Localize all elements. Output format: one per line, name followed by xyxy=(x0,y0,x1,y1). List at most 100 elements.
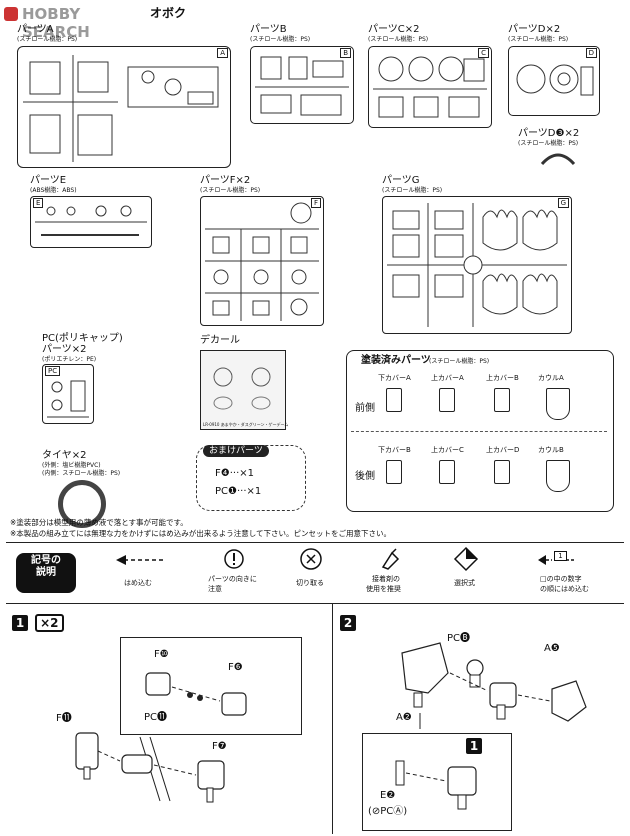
step1-label-f7: F❼ xyxy=(212,741,227,752)
decal-sheet: LR-0910 あまやか・ダスグリーン・ゲーデーム xyxy=(200,350,288,430)
runner-tag-e: E xyxy=(33,198,44,208)
painted-front-part-icon xyxy=(494,388,510,412)
step-divider xyxy=(332,604,333,834)
painted-material: (スチロール樹脂：PS) xyxy=(429,358,490,365)
parts-f-title: パーツF×2 xyxy=(200,175,251,186)
legend-glue-label1: 接着剤の xyxy=(372,575,400,583)
legend-title-line2: 説明 xyxy=(36,567,56,578)
runner-tag-pc: PC xyxy=(45,366,61,376)
tire-title: タイヤ×2 xyxy=(42,450,87,461)
decal-title: デカール xyxy=(200,335,240,346)
watermark-text: HOBBY SEARCH xyxy=(22,5,90,41)
step1-label-pc: PC⓫ xyxy=(144,712,168,723)
painted-front-label: 上カバーA xyxy=(431,374,464,382)
step1-multiplier: ×2 xyxy=(35,614,64,632)
step1-drawing xyxy=(75,672,247,803)
part-d3-arc xyxy=(540,153,576,166)
parts-e-material: (ABS樹脂：ABS) xyxy=(30,187,77,194)
step2-label-a5: A❺ xyxy=(544,643,560,654)
runner-g-drawing xyxy=(387,203,567,327)
parts-d-runner: D xyxy=(508,46,600,116)
step1-number: 1 xyxy=(12,615,28,631)
painted-back-label: 上カバーD xyxy=(486,446,520,454)
painted-back-label: 下カバーB xyxy=(378,446,411,454)
parts-a-runner: A xyxy=(17,46,231,168)
runner-tag-c: C xyxy=(478,48,489,58)
parts-f-runner: F xyxy=(200,196,324,326)
legend-orientation-label1: パーツの向きに xyxy=(208,575,257,583)
tire-material-outer: (外側：塩ビ樹脂PVC) xyxy=(42,462,101,469)
painted-divider xyxy=(351,431,607,432)
painted-back-label: 上カバーC xyxy=(431,446,464,454)
step2-drawing xyxy=(395,642,587,810)
numbered-arrow-icon xyxy=(538,555,576,565)
parts-a-title: パーツA xyxy=(17,24,54,35)
step1-inset xyxy=(120,637,302,735)
parts-g-title: パーツG xyxy=(382,175,420,186)
glue-icon xyxy=(381,548,400,570)
note-assembly: ※本製品の組み立てには無理な力をかけずにはめ込みが出来るよう注意して下さい。ピン… xyxy=(10,529,392,538)
choice-icon xyxy=(453,546,479,572)
painted-front-label: 下カバーA xyxy=(378,374,411,382)
runner-f-drawing xyxy=(205,202,319,321)
caution-icon xyxy=(224,549,244,569)
runner-pc-drawing xyxy=(47,380,89,418)
parts-pc-runner: PC xyxy=(42,364,94,424)
parts-c-material: (スチロール樹脂：PS) xyxy=(368,36,429,43)
parts-a-material: (スチロール樹脂：PS) xyxy=(17,36,78,43)
step1-header: 1 ×2 xyxy=(12,612,64,632)
tire-material-inner: (内側：スチロール樹脂：PS) xyxy=(42,470,121,477)
step2-number: 2 xyxy=(340,615,356,631)
top-left-fragment: オボク xyxy=(150,6,187,20)
painted-title: 塗装済みパーツ xyxy=(361,355,431,366)
painted-back-part-icon xyxy=(546,460,570,492)
step1-label-f11: F⓫ xyxy=(56,713,72,724)
decal-drawing xyxy=(213,367,271,410)
runner-tag-g: G xyxy=(557,198,569,208)
painted-back-part-icon xyxy=(439,460,455,484)
parts-g-runner: G xyxy=(382,196,572,334)
extra-parts-box: おまけパーツ F❹···×1 PC❶···×1 xyxy=(196,445,306,511)
step2-header: 2 xyxy=(340,612,356,631)
parts-c-title: パーツC×2 xyxy=(368,24,420,35)
legend-cut-label: 切り取る xyxy=(296,579,324,587)
parts-b-runner: B xyxy=(250,46,354,124)
legend-title: 記号の 説明 xyxy=(16,553,76,593)
parts-pc-count: パーツ×2 xyxy=(42,344,87,355)
painted-front-label: 前側 xyxy=(355,403,375,414)
legend-box-number: 1 xyxy=(554,551,567,561)
step2-label-e2: E❷ xyxy=(380,790,396,801)
painted-front-part-icon xyxy=(546,388,570,420)
parts-e-title: パーツE xyxy=(30,175,67,186)
step2-inset-number: 1 xyxy=(466,738,482,754)
legend-bar: 記号の 説明 はめ込む パーツの向きに 注意 切り取る 接着剤の 使用を推奨 選… xyxy=(6,542,624,604)
parts-pc-material: (ポリエチレン：PE) xyxy=(42,356,97,363)
hobby-logo-icon xyxy=(4,7,18,21)
parts-d-title: パーツD×2 xyxy=(508,24,561,35)
parts-e-runner: E xyxy=(30,196,152,248)
step2-label-pca: (⊘PCⒶ) xyxy=(368,806,408,817)
parts-d3-material: (スチロール樹脂：PS) xyxy=(518,140,579,147)
extra-parts-title: おまけパーツ xyxy=(203,445,269,457)
legend-glue-label2: 使用を推奨 xyxy=(366,585,401,593)
runner-c-drawing xyxy=(373,56,487,118)
parts-c-runner: C xyxy=(368,46,492,128)
runner-tag-b: B xyxy=(340,48,351,58)
step2-label-a2: A❷ xyxy=(396,712,412,723)
painted-front-label: カウルA xyxy=(538,374,564,382)
runner-e-drawing xyxy=(35,205,147,236)
runner-tag-a: A xyxy=(217,48,228,58)
legend-choice-label: 選択式 xyxy=(454,579,475,587)
parts-f-material: (スチロール樹脂：PS) xyxy=(200,187,261,194)
parts-b-material: (スチロール樹脂：PS) xyxy=(250,36,311,43)
painted-front-part-icon xyxy=(386,388,402,412)
tire-ring xyxy=(58,480,106,528)
legend-insert-label: はめ込む xyxy=(124,579,152,587)
painted-back-label: 後側 xyxy=(355,471,375,482)
painted-back-label: カウルB xyxy=(538,446,564,454)
step2-label-pcb: PC🅑 xyxy=(447,633,471,644)
runner-tag-d: D xyxy=(585,48,597,58)
runner-tag-f: F xyxy=(310,198,321,208)
parts-b-title: パーツB xyxy=(250,24,287,35)
painted-front-label: 上カバーB xyxy=(486,374,519,382)
